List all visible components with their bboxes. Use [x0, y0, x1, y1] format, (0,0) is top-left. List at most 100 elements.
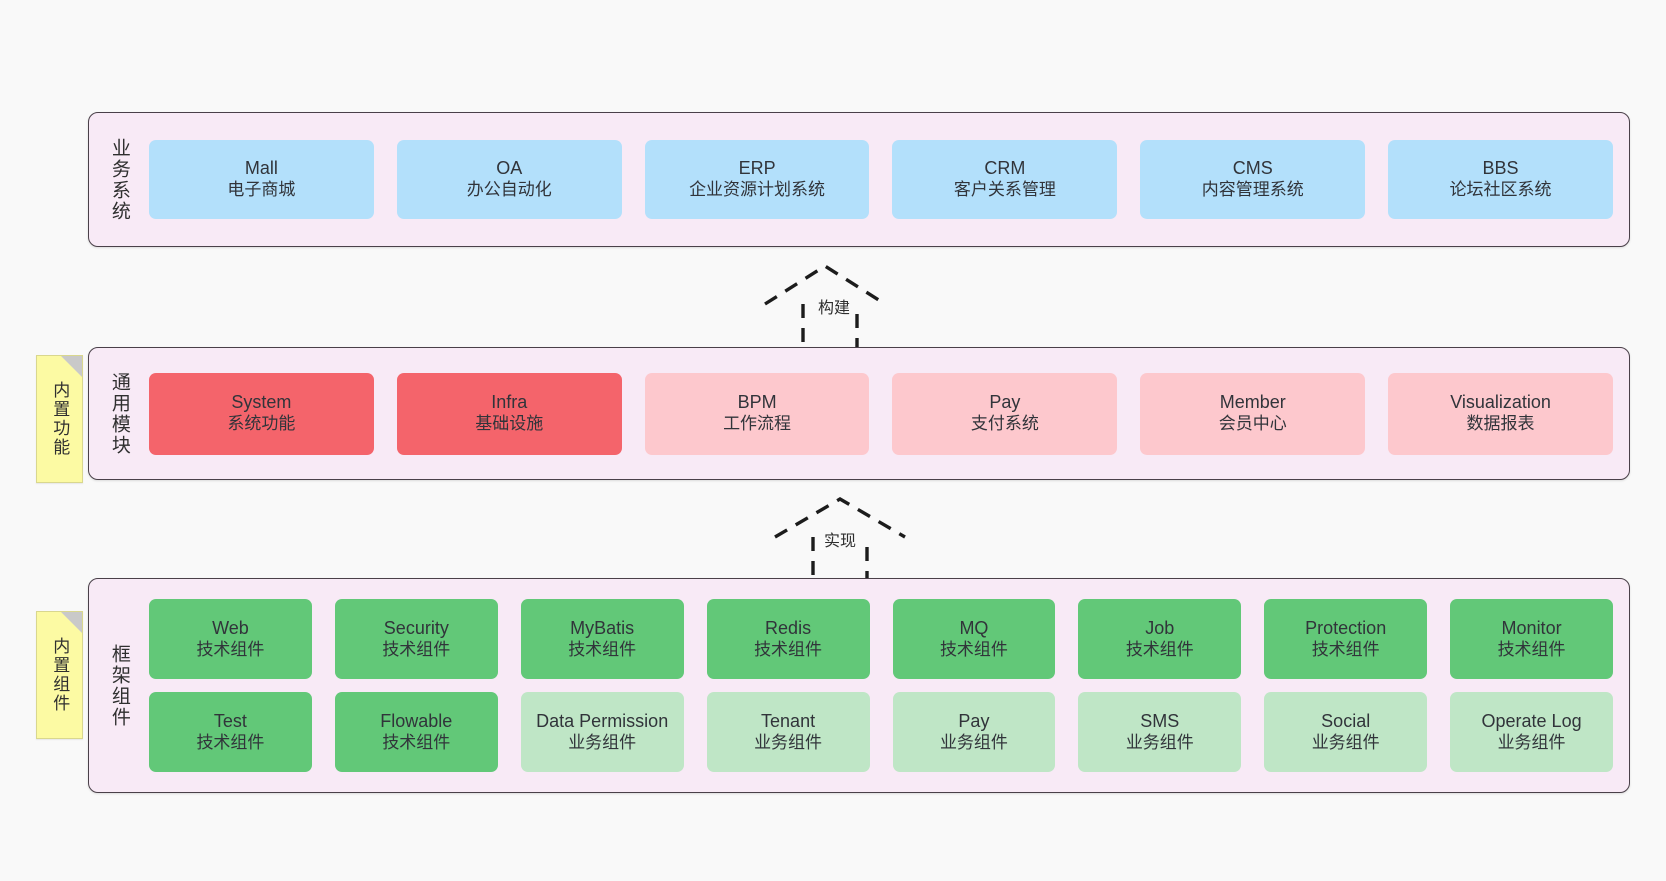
card-subtitle: 办公自动化: [466, 180, 552, 200]
card-title: Infra: [491, 392, 528, 413]
card-title: CRM: [984, 158, 1026, 179]
card-redis[interactable]: Redis 技术组件: [706, 599, 870, 679]
card-title: Pay: [958, 710, 990, 731]
card-security[interactable]: Security 技术组件: [334, 599, 498, 679]
card-subtitle: 业务组件: [1311, 732, 1380, 752]
card-title: Web: [212, 617, 249, 638]
card-subtitle: 技术组件: [1497, 639, 1566, 659]
relation-label-build: 构建: [818, 300, 851, 317]
layer-panel-business[interactable]: 业务系统 Mall 电子商城 OA 办公自动化 ERP 企业资源计划系统 CRM…: [88, 112, 1630, 247]
card-subtitle: 技术组件: [568, 639, 637, 659]
card-row: Web 技术组件 Security 技术组件 MyBatis 技术组件 Redi…: [149, 599, 1613, 679]
card-cms[interactable]: CMS 内容管理系统: [1140, 140, 1366, 219]
note-builtin-components[interactable]: 内置组件: [36, 611, 83, 739]
card-subtitle: 系统功能: [227, 414, 296, 434]
generalization-arrow-icon: [774, 497, 906, 584]
card-oa[interactable]: OA 办公自动化: [396, 140, 622, 219]
card-subtitle: 技术组件: [196, 732, 265, 752]
card-subtitle: 数据报表: [1466, 414, 1535, 434]
card-title: Member: [1219, 392, 1286, 413]
relation-build: 构建: [735, 256, 955, 356]
card-title: MQ: [959, 617, 989, 638]
card-subtitle: 内容管理系统: [1201, 180, 1304, 200]
card-pay-business[interactable]: Pay 业务组件: [892, 692, 1056, 772]
card-flowable[interactable]: Flowable 技术组件: [334, 692, 498, 772]
card-social[interactable]: Social 业务组件: [1264, 692, 1428, 772]
card-subtitle: 业务组件: [568, 732, 637, 752]
card-pay[interactable]: Pay 支付系统: [892, 372, 1118, 455]
card-title: Data Permission: [536, 710, 669, 731]
card-subtitle: 论坛社区系统: [1449, 180, 1552, 200]
card-title: MyBatis: [570, 617, 635, 638]
card-sms[interactable]: SMS 业务组件: [1078, 692, 1242, 772]
card-member[interactable]: Member 会员中心: [1140, 372, 1366, 455]
card-title: Tenant: [761, 710, 816, 731]
card-web[interactable]: Web 技术组件: [149, 599, 312, 679]
layer-title-framework: 框架组件: [108, 643, 130, 728]
card-job[interactable]: Job 技术组件: [1078, 599, 1242, 679]
card-title: Pay: [989, 392, 1021, 413]
card-mq[interactable]: MQ 技术组件: [892, 599, 1056, 679]
relation-label-impl: 实现: [824, 533, 857, 550]
card-title: Security: [383, 617, 449, 638]
card-subtitle: 业务组件: [939, 732, 1008, 752]
card-title: BBS: [1482, 158, 1519, 179]
card-title: Visualization: [1450, 392, 1551, 413]
relation-impl: 实现: [750, 489, 970, 589]
card-subtitle: 会员中心: [1218, 414, 1287, 434]
card-subtitle: 技术组件: [754, 639, 823, 659]
card-bbs[interactable]: BBS 论坛社区系统: [1388, 140, 1613, 219]
card-system[interactable]: System 系统功能: [149, 372, 374, 455]
card-subtitle: 企业资源计划系统: [689, 180, 826, 200]
card-data-permission[interactable]: Data Permission 业务组件: [520, 692, 684, 772]
card-bpm[interactable]: BPM 工作流程: [644, 372, 870, 455]
card-title: CMS: [1232, 158, 1273, 179]
card-crm[interactable]: CRM 客户关系管理: [892, 140, 1118, 219]
card-title: ERP: [738, 158, 776, 179]
card-subtitle: 支付系统: [970, 414, 1039, 434]
card-visualization[interactable]: Visualization 数据报表: [1388, 372, 1613, 455]
card-subtitle: 技术组件: [1311, 639, 1380, 659]
cards-area-modules: System 系统功能 Infra 基础设施 BPM 工作流程 Pay 支付系统…: [141, 348, 1629, 479]
card-title: BPM: [737, 392, 777, 413]
card-subtitle: 客户关系管理: [953, 180, 1056, 200]
card-subtitle: 工作流程: [723, 414, 792, 434]
card-protection[interactable]: Protection 技术组件: [1264, 599, 1428, 679]
card-title: Monitor: [1501, 617, 1562, 638]
card-subtitle: 电子商城: [227, 180, 296, 200]
layer-title-business: 业务系统: [108, 137, 130, 222]
card-mall[interactable]: Mall 电子商城: [149, 140, 374, 219]
card-title: Job: [1145, 617, 1175, 638]
card-title: Mall: [244, 158, 278, 179]
card-title: System: [231, 392, 292, 413]
card-monitor[interactable]: Monitor 技术组件: [1450, 599, 1613, 679]
note-builtin-functions[interactable]: 内置功能: [36, 355, 83, 483]
card-title: Operate Log: [1481, 710, 1582, 731]
card-tenant[interactable]: Tenant 业务组件: [706, 692, 870, 772]
card-title: Redis: [765, 617, 812, 638]
card-subtitle: 技术组件: [939, 639, 1008, 659]
card-title: Social: [1321, 710, 1371, 731]
card-title: Flowable: [380, 710, 453, 731]
card-erp[interactable]: ERP 企业资源计划系统: [644, 140, 870, 219]
layer-panel-modules[interactable]: 通用模块 System 系统功能 Infra 基础设施 BPM 工作流程 Pay…: [88, 347, 1630, 480]
card-row: Mall 电子商城 OA 办公自动化 ERP 企业资源计划系统 CRM 客户关系…: [149, 140, 1613, 219]
cards-area-framework: Web 技术组件 Security 技术组件 MyBatis 技术组件 Redi…: [141, 579, 1629, 792]
card-subtitle: 业务组件: [1497, 732, 1566, 752]
cards-area-business: Mall 电子商城 OA 办公自动化 ERP 企业资源计划系统 CRM 客户关系…: [141, 113, 1629, 246]
card-operate-log[interactable]: Operate Log 业务组件: [1450, 692, 1613, 772]
card-title: Protection: [1305, 617, 1387, 638]
card-row: System 系统功能 Infra 基础设施 BPM 工作流程 Pay 支付系统…: [149, 372, 1613, 455]
card-row: Test 技术组件 Flowable 技术组件 Data Permission …: [149, 692, 1613, 772]
card-title: SMS: [1140, 710, 1180, 731]
card-subtitle: 业务组件: [1125, 732, 1194, 752]
layer-panel-framework[interactable]: 框架组件 Web 技术组件 Security 技术组件 MyBatis 技术组件…: [88, 578, 1630, 793]
card-subtitle: 技术组件: [382, 732, 451, 752]
card-subtitle: 技术组件: [382, 639, 451, 659]
card-mybatis[interactable]: MyBatis 技术组件: [520, 599, 684, 679]
card-infra[interactable]: Infra 基础设施: [396, 372, 622, 455]
card-subtitle: 基础设施: [475, 414, 544, 434]
card-title: OA: [496, 158, 523, 179]
card-title: Test: [213, 710, 247, 731]
card-test[interactable]: Test 技术组件: [149, 692, 312, 772]
